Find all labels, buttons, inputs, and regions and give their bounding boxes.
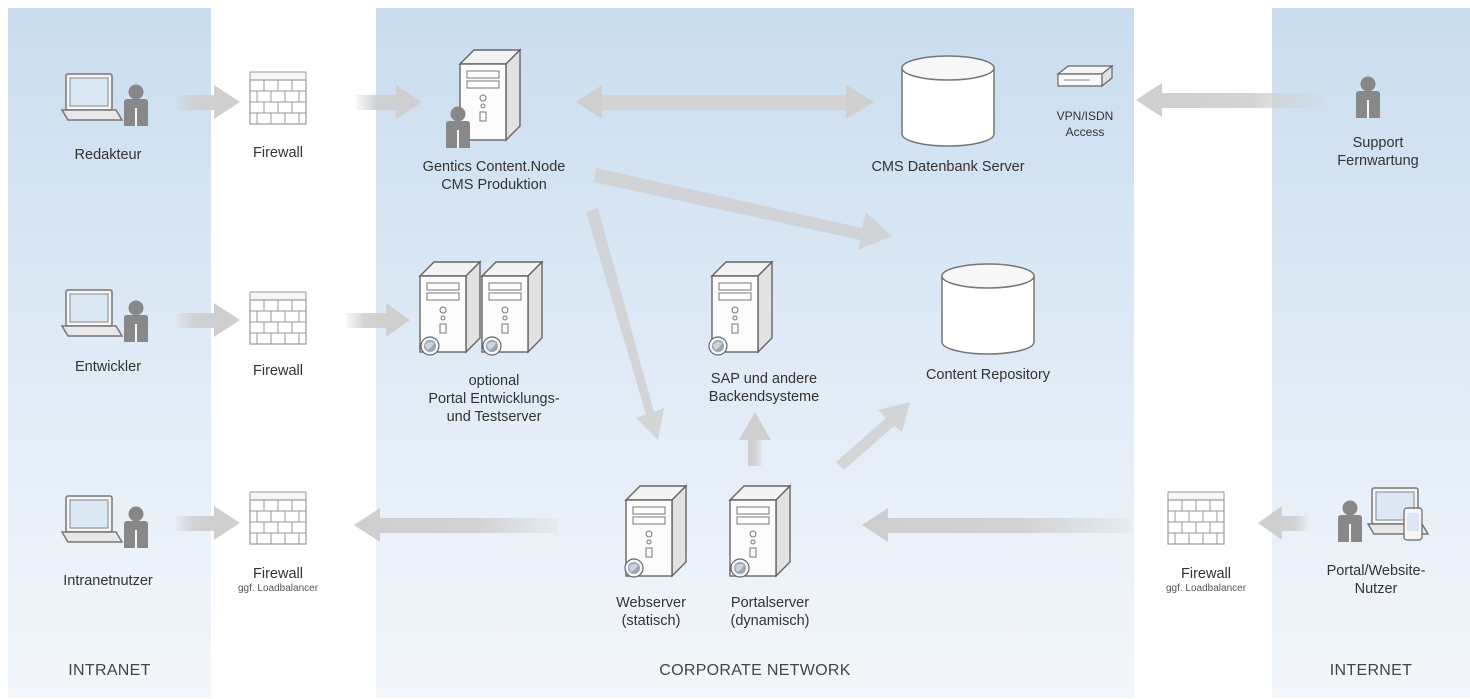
portal-test-servers bbox=[419, 261, 543, 356]
entwickler-label: Entwickler bbox=[74, 359, 142, 375]
zone-label-corporate: CORPORATE NETWORK bbox=[659, 662, 851, 679]
firewall-label-4-title: Firewall bbox=[1181, 566, 1231, 582]
portalserver-line2: (dynamisch) bbox=[730, 613, 810, 629]
internet-zone bbox=[1272, 8, 1470, 698]
cms-label-line1: Gentics Content.Node bbox=[422, 159, 566, 175]
vpn-line2: Access bbox=[1065, 125, 1105, 139]
cms-production-label: Gentics Content.Node CMS Produktion bbox=[423, 158, 566, 194]
portalserver-line1: Portalserver bbox=[730, 595, 810, 611]
sap-label: SAP und andere Backendsysteme bbox=[709, 370, 819, 406]
content-repository-label: Content Repository bbox=[925, 367, 1051, 383]
content-repository-icon bbox=[941, 263, 1035, 355]
firewall-icon bbox=[1167, 491, 1225, 545]
redakteur-workstation bbox=[61, 73, 148, 126]
support-person-icon bbox=[1356, 76, 1380, 118]
vpn-device-icon bbox=[1056, 64, 1114, 88]
portal-user-workstation bbox=[1338, 487, 1429, 542]
firewall-label-1: Firewall bbox=[253, 145, 303, 161]
firewall-label-4: Firewall ggf. Loadbalancer bbox=[1166, 565, 1246, 595]
webserver-line1: Webserver bbox=[616, 595, 686, 611]
portalserver bbox=[729, 485, 791, 578]
entwickler-workstation bbox=[61, 289, 148, 342]
firewall-label-4-sub: ggf. Loadbalancer bbox=[1165, 583, 1247, 594]
portal-user-label: Portal/Website- Nutzer bbox=[1327, 562, 1426, 598]
vpn-line1: VPN/ISDN bbox=[1056, 109, 1114, 123]
vpn-label: VPN/ISDN Access bbox=[1057, 108, 1114, 140]
webserver-line2: (statisch) bbox=[621, 613, 681, 629]
arrow-cms-webserver bbox=[586, 208, 664, 440]
arrow-entwickler-firewall bbox=[176, 303, 240, 337]
portal-test-line2: Portal Entwicklungs- bbox=[428, 391, 560, 407]
support-label: Support Fernwartung bbox=[1337, 134, 1418, 170]
portal-user-line2: Nutzer bbox=[1354, 581, 1398, 597]
firewall-label-3-title: Firewall bbox=[253, 566, 303, 582]
redakteur-label: Redakteur bbox=[74, 147, 142, 163]
firewall-label-3-sub: ggf. Loadbalancer bbox=[237, 583, 319, 594]
portalserver-label: Portalserver (dynamisch) bbox=[731, 594, 810, 630]
arrow-portaluser-firewall bbox=[1258, 506, 1308, 540]
portal-test-label: optional Portal Entwicklungs- und Testse… bbox=[428, 372, 559, 426]
sap-line2: Backendsysteme bbox=[708, 389, 820, 405]
cms-production-server bbox=[446, 49, 521, 148]
webserver bbox=[624, 485, 687, 578]
arrow-cms-content-repository bbox=[594, 168, 892, 250]
intranetnutzer-workstation bbox=[61, 495, 148, 548]
arrow-portalserver-sap bbox=[739, 412, 771, 466]
cms-database-icon bbox=[901, 55, 995, 147]
arrow-redakteur-firewall bbox=[176, 85, 240, 119]
zone-label-intranet: INTRANET bbox=[68, 662, 151, 679]
webserver-label: Webserver (statisch) bbox=[616, 594, 686, 630]
sap-line1: SAP und andere bbox=[710, 371, 818, 387]
cms-label-line2: CMS Produktion bbox=[441, 177, 547, 193]
sap-backend-server bbox=[708, 261, 773, 356]
firewall-label-3: Firewall ggf. Loadbalancer bbox=[238, 565, 318, 595]
cms-db-label: CMS Datenbank Server bbox=[871, 159, 1025, 175]
support-line2: Fernwartung bbox=[1337, 153, 1419, 169]
zone-label-internet: INTERNET bbox=[1329, 662, 1413, 679]
arrow-webserver-firewall-intranet bbox=[354, 508, 558, 542]
firewall-icon bbox=[249, 71, 307, 125]
arrow-firewall-cms bbox=[356, 85, 422, 119]
portal-test-line3: und Testserver bbox=[446, 409, 542, 425]
support-line1: Support bbox=[1352, 135, 1404, 151]
arrow-support-vpn bbox=[1136, 83, 1324, 117]
arrow-firewall-internet-portalserver bbox=[862, 508, 1130, 542]
firewall-icon bbox=[249, 491, 307, 545]
arrow-cms-db bbox=[576, 85, 874, 119]
intranet-zone bbox=[8, 8, 211, 698]
portal-user-line1: Portal/Website- bbox=[1326, 563, 1426, 579]
portal-test-line1: optional bbox=[468, 373, 520, 389]
firewall-icon bbox=[249, 291, 307, 345]
intranetnutzer-label: Intranetnutzer bbox=[63, 573, 153, 589]
arrow-firewall-portal-test bbox=[346, 303, 410, 337]
arrow-intranetnutzer-firewall bbox=[176, 506, 240, 540]
arrow-portalserver-content-repository bbox=[836, 402, 910, 470]
firewall-label-2: Firewall bbox=[253, 363, 303, 379]
